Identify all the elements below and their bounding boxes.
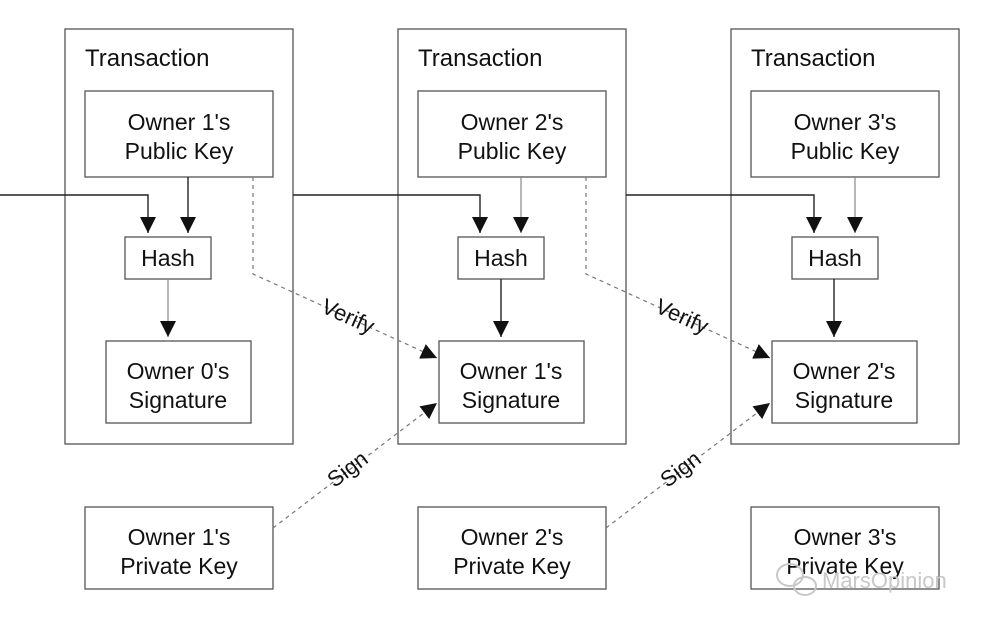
- sign-label-1: Sign: [322, 446, 372, 492]
- hash-box: [791, 236, 879, 280]
- private-key-line-1: Owner 3's: [794, 524, 897, 550]
- signature-box: [105, 340, 252, 424]
- sign-arrow-1: [272, 402, 438, 529]
- hash-label: Hash: [474, 245, 528, 271]
- transaction-1: Transaction Owner 2's Public Key Hash Ow…: [397, 28, 627, 445]
- public-key-line-2: Public Key: [458, 138, 567, 164]
- signature-box: [771, 340, 918, 424]
- watermark: MarsOpinion: [776, 563, 947, 596]
- incoming-chain-link-arrow: [0, 194, 156, 233]
- signature-line-1: Owner 0's: [127, 358, 230, 384]
- verify-arrow-1: [252, 177, 438, 359]
- private-key-line-2: Private Key: [453, 553, 571, 579]
- hash-box: [457, 236, 545, 280]
- transaction-0: Transaction Owner 1's Public Key Hash Ow…: [64, 28, 294, 445]
- hash-label: Hash: [808, 245, 862, 271]
- chain-link-arrow-1: [293, 194, 488, 233]
- public-key-line-1: Owner 2's: [461, 109, 564, 135]
- public-key-line-1: Owner 3's: [794, 109, 897, 135]
- signature-line-2: Signature: [795, 387, 893, 413]
- transaction-title: Transaction: [418, 45, 543, 72]
- signature-line-1: Owner 1's: [460, 358, 563, 384]
- chain-link-arrow-2: [626, 194, 822, 233]
- signature-line-2: Signature: [462, 387, 560, 413]
- sign-label-2: Sign: [655, 446, 705, 492]
- private-key-line-1: Owner 2's: [461, 524, 564, 550]
- public-key-box: [84, 90, 274, 178]
- private-key-box: [750, 506, 940, 590]
- public-key-line-2: Public Key: [791, 138, 900, 164]
- private-key-line-2: Private Key: [786, 553, 904, 579]
- verify-arrow-2: [585, 177, 771, 359]
- signature-line-1: Owner 2's: [793, 358, 896, 384]
- private-key-box: [84, 506, 274, 590]
- transaction-title: Transaction: [751, 45, 876, 72]
- public-key-box: [417, 90, 607, 178]
- signature-line-2: Signature: [129, 387, 227, 413]
- hash-label: Hash: [141, 245, 195, 271]
- private-key-1: Owner 1's Private Key: [84, 506, 274, 590]
- signature-box: [438, 340, 585, 424]
- transaction-2: Transaction Owner 3's Public Key Hash Ow…: [730, 28, 960, 445]
- private-key-2: Owner 2's Private Key: [417, 506, 607, 590]
- verify-label-2: Verify: [652, 294, 712, 339]
- verify-label-1: Verify: [318, 294, 378, 339]
- transaction-title: Transaction: [85, 45, 210, 72]
- watermark-text: MarsOpinion: [822, 568, 947, 593]
- private-key-line-2: Private Key: [120, 553, 238, 579]
- public-key-box: [750, 90, 940, 178]
- public-key-line-1: Owner 1's: [128, 109, 231, 135]
- private-key-box: [417, 506, 607, 590]
- private-key-line-1: Owner 1's: [128, 524, 231, 550]
- public-key-line-2: Public Key: [125, 138, 234, 164]
- sign-arrow-2: [605, 402, 771, 529]
- wechat-icon: [776, 563, 817, 596]
- private-key-3: Owner 3's Private Key: [750, 506, 940, 590]
